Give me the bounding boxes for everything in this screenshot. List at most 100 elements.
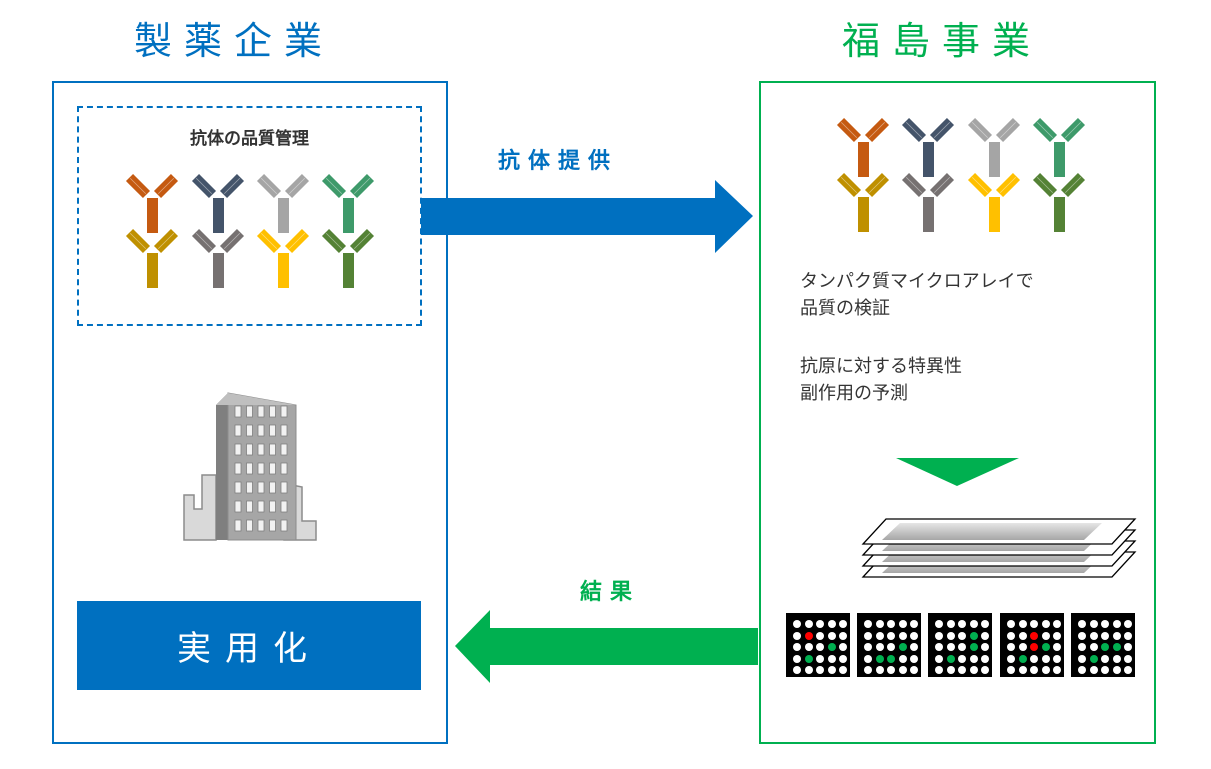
glass-slide-icon	[861, 518, 1137, 545]
window-icon	[246, 462, 253, 475]
antibody-icon	[836, 172, 890, 232]
spot	[898, 666, 907, 674]
window-icon	[246, 519, 253, 532]
spot	[1089, 643, 1098, 651]
spot	[1018, 620, 1027, 628]
window-icon	[280, 481, 288, 494]
spot	[827, 666, 836, 674]
spot	[1007, 620, 1015, 628]
window-icon	[234, 462, 242, 475]
spot	[1041, 654, 1050, 663]
spot	[827, 631, 836, 640]
spot	[887, 666, 895, 674]
antibody-icon	[321, 173, 375, 233]
antibody-provision-arrow-icon	[421, 180, 753, 253]
window-icon	[246, 500, 253, 513]
spot-green	[875, 654, 884, 663]
spot	[1124, 666, 1132, 674]
spot	[1089, 631, 1098, 640]
spot	[981, 631, 989, 640]
spot	[1007, 631, 1015, 640]
spot	[1007, 643, 1015, 651]
spot	[875, 643, 884, 651]
window-icon	[269, 500, 276, 513]
spot	[958, 620, 966, 628]
spot	[1053, 654, 1061, 663]
spot-green	[946, 654, 955, 663]
spot	[910, 631, 918, 640]
spot	[1053, 643, 1061, 651]
window-icon	[257, 405, 265, 418]
window-icon	[257, 424, 265, 437]
window-icon	[246, 443, 253, 456]
microarray-chip	[928, 613, 992, 677]
window-icon	[269, 519, 276, 532]
antibody-icon	[836, 117, 890, 177]
spot	[1112, 666, 1121, 674]
spot	[981, 654, 989, 663]
spot	[875, 620, 884, 628]
spot	[935, 631, 943, 640]
spot	[1124, 643, 1132, 651]
window-icon	[234, 443, 242, 456]
spot	[935, 654, 943, 663]
antibody-icon	[256, 228, 310, 288]
spot	[1041, 666, 1050, 674]
spot	[804, 666, 813, 674]
spot	[969, 666, 978, 674]
spot	[981, 643, 989, 651]
spot	[1078, 620, 1086, 628]
antibody-icon	[901, 172, 955, 232]
spot	[958, 643, 966, 651]
microarray-chip	[1000, 613, 1064, 677]
spot-green	[1112, 643, 1121, 651]
practical-application-box: 実用化	[77, 601, 421, 690]
spot	[793, 620, 801, 628]
spot	[1101, 631, 1109, 640]
spot	[1101, 666, 1109, 674]
antibody-provision-label: 抗体提供	[498, 149, 619, 174]
spot	[839, 620, 847, 628]
spot	[816, 631, 824, 640]
spot	[804, 643, 813, 651]
antibody-icon	[321, 228, 375, 288]
spot	[1124, 631, 1132, 640]
spot	[1078, 666, 1086, 674]
description-line: 抗原に対する特異性	[800, 356, 962, 377]
spot	[898, 654, 907, 663]
spot	[864, 654, 872, 663]
spot	[1078, 654, 1086, 663]
spot	[1007, 654, 1015, 663]
spot	[935, 643, 943, 651]
spot	[816, 654, 824, 663]
spot	[1112, 631, 1121, 640]
window-icon	[280, 519, 288, 532]
spot	[1030, 620, 1038, 628]
spot	[1053, 631, 1061, 640]
microarray-chip	[786, 613, 850, 677]
window-icon	[257, 481, 265, 494]
fukushima-project-title: 福島事業	[842, 19, 1043, 63]
spot-green	[1101, 643, 1109, 651]
spot	[1030, 666, 1038, 674]
window-icon	[280, 462, 288, 475]
spot	[864, 666, 872, 674]
antibody-icon	[125, 228, 179, 288]
spot	[839, 631, 847, 640]
window-icon	[246, 424, 253, 437]
window-icon	[269, 481, 276, 494]
antibody-icon	[1032, 172, 1086, 232]
antibody-qc-title: 抗体の品質管理	[190, 129, 309, 149]
spot	[898, 631, 907, 640]
spot-green	[887, 654, 895, 663]
microarray-chip	[857, 613, 921, 677]
pharma-company-box	[52, 81, 448, 744]
spot	[864, 631, 872, 640]
window-icon	[269, 424, 276, 437]
spot-green	[969, 631, 978, 640]
spot	[946, 620, 955, 628]
window-icon	[257, 519, 265, 532]
spot	[839, 654, 847, 663]
spot	[969, 654, 978, 663]
